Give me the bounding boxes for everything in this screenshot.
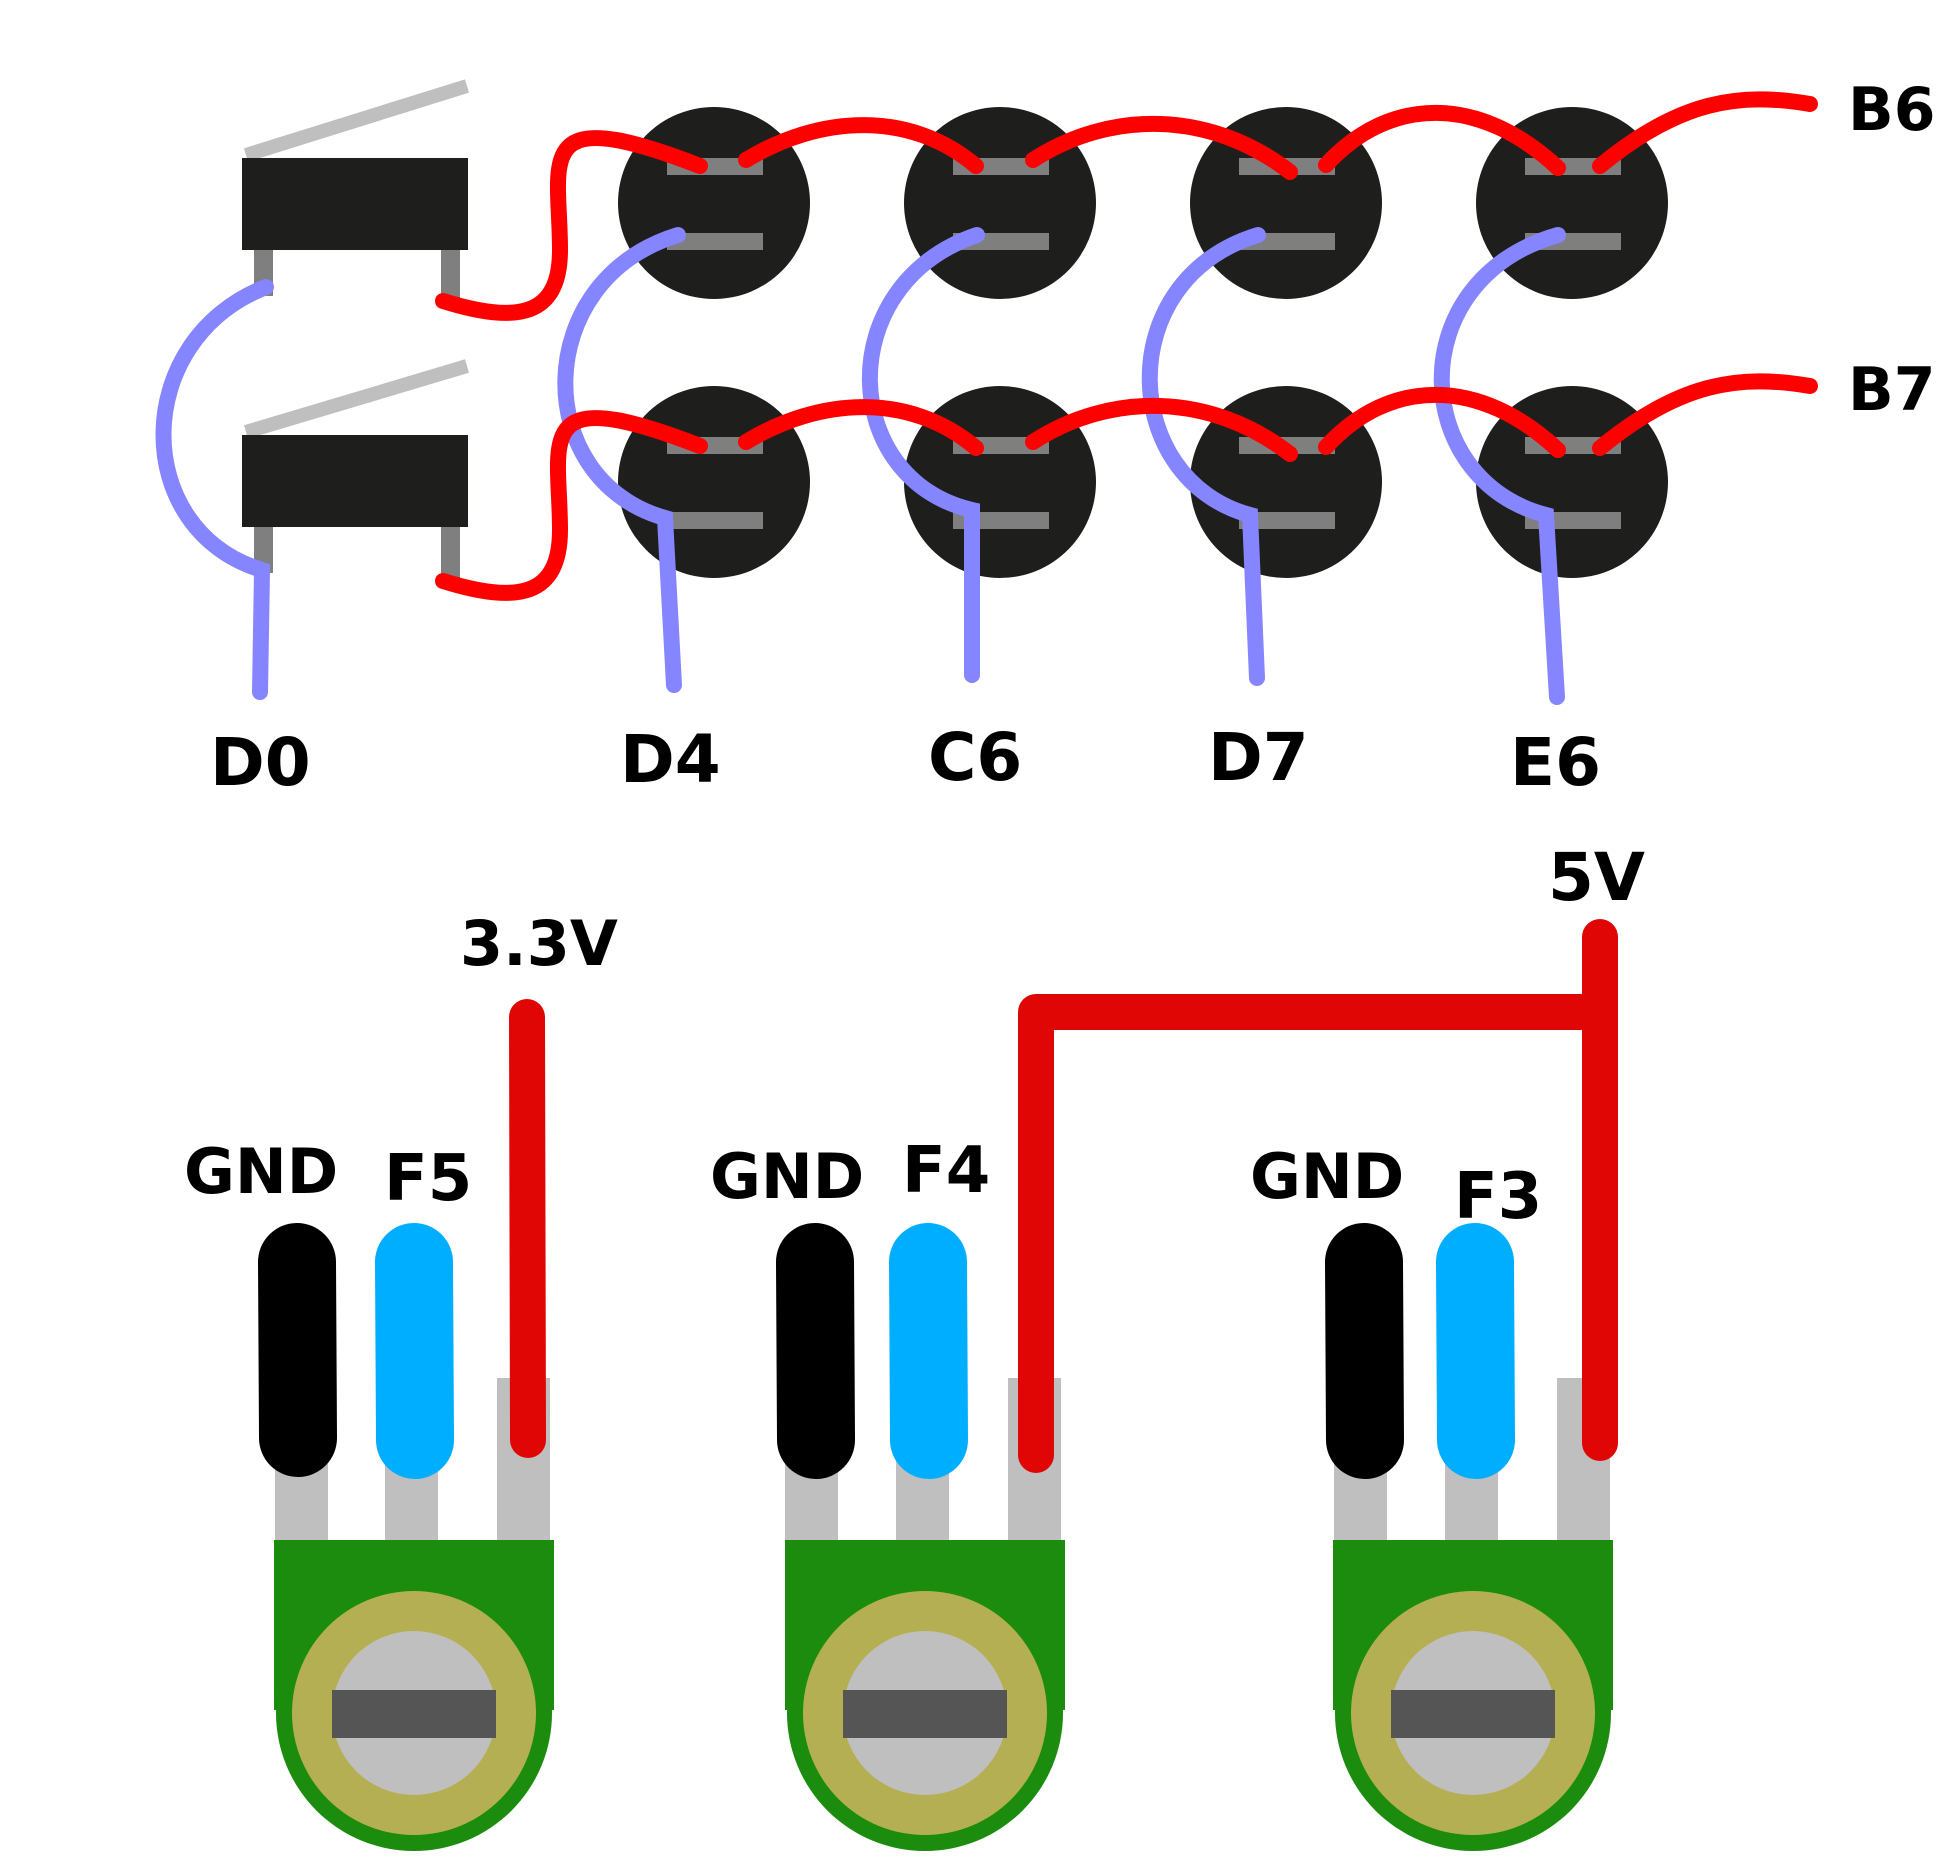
column-wire-e6	[1433, 227, 1566, 705]
row-wire-b6-seg3	[1318, 104, 1566, 176]
label-supply-5v: 5V	[1548, 839, 1645, 916]
label-row-b6: B6	[1848, 75, 1935, 145]
row-wire-b6-seg4	[1592, 91, 1818, 174]
label-pot2-gnd: GND	[710, 1140, 864, 1213]
pot1-gnd-wire	[258, 1223, 337, 1477]
row-wires	[435, 91, 1818, 601]
row-wire-b6-seg2	[1025, 116, 1298, 180]
column-wire-d4	[557, 227, 686, 693]
pot2-gnd-wire	[776, 1223, 855, 1479]
row-wire-b7-seg2	[1025, 398, 1298, 462]
label-row-b7: B7	[1848, 355, 1935, 425]
pot3-signal-wire	[1436, 1223, 1515, 1479]
pot-slot	[843, 1690, 1007, 1738]
pot1-signal-wire	[375, 1223, 454, 1479]
row-wire-b7-seg4	[1592, 373, 1818, 456]
lever-switch-top	[242, 79, 470, 300]
switch-pin	[441, 527, 460, 579]
potentiometer-1	[274, 1378, 554, 1851]
column-wire-c6	[861, 227, 985, 683]
label-col-d4: D4	[620, 721, 721, 798]
label-col-e6: E6	[1510, 724, 1601, 801]
column-wire-d0	[155, 279, 274, 700]
power-wire-5v-branch	[1018, 994, 1618, 1473]
pot-slot	[332, 1690, 496, 1738]
switch-lever	[243, 79, 470, 162]
power-wire-3v3	[509, 999, 546, 1458]
row-wire-b6-seg1	[738, 117, 984, 174]
label-pot2-signal: F4	[902, 1134, 990, 1208]
label-pot3-gnd: GND	[1250, 1140, 1404, 1213]
pot3-gnd-wire	[1325, 1223, 1404, 1479]
lever-switch-bottom	[242, 359, 470, 579]
pot2-signal-wire	[889, 1223, 968, 1479]
label-col-d0: D0	[210, 724, 311, 801]
label-pot1-signal: F5	[384, 1142, 472, 1216]
switch-body	[242, 435, 468, 527]
row-wire-switch-bottom	[435, 410, 708, 601]
switch-body	[242, 158, 468, 250]
label-supply-3v3: 3.3V	[460, 907, 618, 980]
label-pot3-signal: F3	[1454, 1160, 1542, 1234]
potentiometer-3	[1333, 1378, 1613, 1851]
pot-slot	[1391, 1690, 1555, 1738]
column-wire-d7	[1141, 227, 1266, 686]
switch-lever	[243, 359, 470, 439]
push-button	[618, 386, 810, 578]
pot-wires	[258, 1223, 1515, 1479]
power-wires	[509, 919, 1618, 1473]
label-col-c6: C6	[928, 719, 1022, 796]
label-pot1-gnd: GND	[184, 1135, 338, 1208]
switch-pin	[441, 250, 460, 300]
column-wires	[155, 227, 1566, 705]
row-wire-b7-seg1	[738, 399, 984, 456]
row-wire-switch-top	[435, 130, 708, 321]
row-wire-b7-seg3	[1318, 386, 1566, 458]
label-col-d7: D7	[1208, 719, 1309, 796]
